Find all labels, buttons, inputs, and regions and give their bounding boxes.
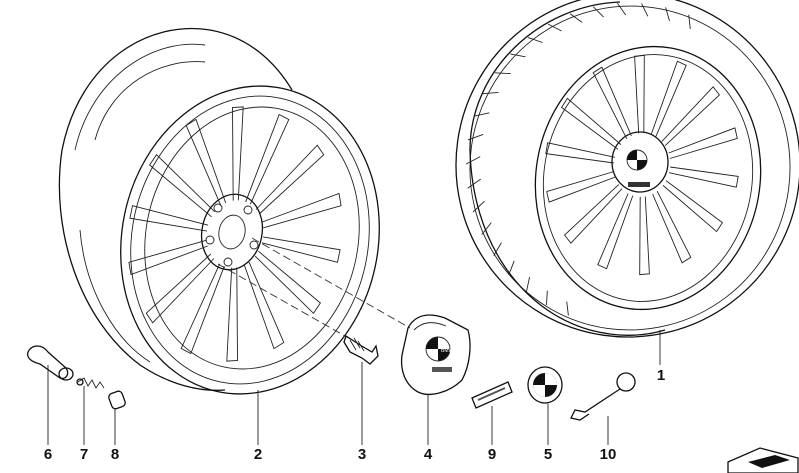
pull-hook [570, 372, 636, 421]
callout-2: 2 [253, 446, 263, 463]
valve-insert [76, 377, 105, 389]
tread-mark [508, 260, 515, 275]
spoke [232, 106, 244, 201]
spoke [149, 153, 216, 218]
cap-emblem-text: BMW [441, 348, 454, 354]
spoke [261, 236, 341, 263]
tread-mark [688, 14, 691, 29]
badge [471, 381, 513, 409]
spoke [661, 86, 721, 146]
tread-mark [592, 6, 604, 18]
tread-mark [473, 112, 490, 117]
callout-9: 9 [487, 446, 497, 463]
spoke [128, 239, 208, 276]
tyre-valve [26, 345, 74, 381]
spoke [245, 113, 290, 205]
tread-mark [526, 277, 531, 292]
tread-mark [481, 222, 492, 235]
spoke [145, 253, 215, 324]
rim-drawing [58, 27, 380, 395]
corner-symbol-icon [727, 447, 799, 473]
spoke [545, 142, 615, 164]
spoke [254, 250, 321, 315]
wheel-bolt [343, 335, 379, 365]
spoke [668, 127, 738, 159]
tread-mark [467, 178, 481, 189]
callout-4: 4 [423, 446, 433, 463]
spoke [560, 97, 622, 150]
tread-mark [472, 200, 485, 213]
spoke [650, 60, 687, 137]
spoke [243, 261, 285, 350]
tread-mark [527, 37, 543, 43]
valve-cap [108, 390, 126, 410]
tread-mark [546, 290, 548, 306]
callout-5: 5 [543, 446, 553, 463]
callout-1: 1 [656, 367, 666, 384]
tread-mark [467, 133, 484, 141]
callout-6: 6 [43, 446, 53, 463]
spoke [639, 196, 650, 276]
tread-mark [494, 72, 511, 75]
hub-cap: BMW [400, 314, 471, 395]
leader-lines [47, 330, 661, 445]
spoke [634, 54, 645, 134]
tread-mark [566, 301, 569, 316]
spoke [652, 190, 692, 264]
spoke [185, 118, 227, 207]
emblem [527, 366, 563, 404]
callout-8: 8 [110, 446, 120, 463]
tread-mark [547, 23, 562, 32]
callout-7: 7 [79, 446, 89, 463]
tread-mark [665, 7, 670, 22]
spoke [563, 184, 623, 244]
tread-mark [465, 156, 481, 165]
tread-mark [617, 3, 627, 16]
tread-mark [493, 242, 502, 256]
callout-10: 10 [599, 446, 617, 463]
spoke [180, 263, 225, 355]
tread-mark [569, 13, 583, 23]
tread-mark [641, 3, 649, 17]
spoke [592, 66, 632, 140]
spoke [262, 192, 342, 229]
spoke [546, 171, 616, 203]
tyre-wheel-drawing [455, 0, 799, 338]
tread-mark [482, 91, 499, 95]
spoke [597, 193, 634, 270]
spoke [129, 205, 209, 232]
spoke [255, 144, 325, 215]
spoke [669, 166, 739, 188]
spoke [662, 180, 724, 233]
callout-3: 3 [357, 446, 367, 463]
spoke [226, 267, 238, 362]
tread-mark [510, 53, 526, 58]
